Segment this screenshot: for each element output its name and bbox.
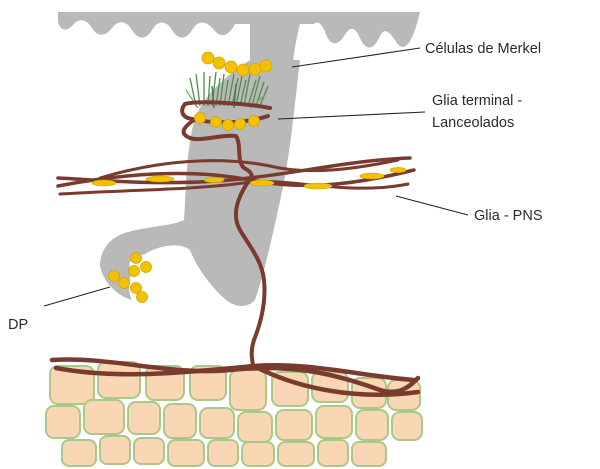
label-glia-terminal-line2: Lanceolados [432,112,522,134]
adipose-tissue [46,362,422,466]
label-glia-terminal-line1: Glia terminal - [432,90,522,112]
label-glia-terminal: Glia terminal - Lanceolados [432,90,522,134]
label-glia-pns: Glia - PNS [474,205,543,227]
label-dp: DP [8,314,28,336]
label-merkel-cells: Células de Merkel [425,38,541,60]
